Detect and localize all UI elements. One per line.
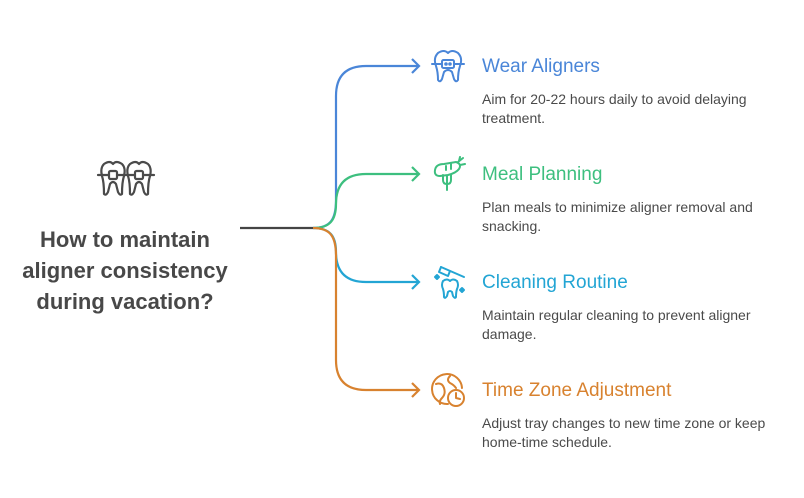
arrowhead-wear-aligners (411, 58, 421, 74)
tooth-with-braces-icon (431, 50, 465, 83)
branch-title: Time Zone Adjustment (482, 380, 672, 401)
connector-time-zone (312, 226, 419, 392)
globe-clock-icon (431, 373, 465, 407)
connector-meal-planning (312, 172, 419, 230)
arrowhead-time-zone (411, 382, 421, 398)
branch-title: Cleaning Routine (482, 272, 628, 293)
tooth-brush-sparkle-icon (434, 266, 465, 299)
connector-wear-aligners (312, 64, 419, 230)
teeth-with-braces-icon (96, 160, 156, 196)
connector-cleaning-routine (312, 226, 419, 284)
branch-title: Meal Planning (482, 164, 603, 185)
branch-description: Plan meals to minimize aligner removal a… (482, 199, 753, 234)
arrowhead-meal-planning (411, 166, 421, 182)
branch-description: Adjust tray changes to new time zone or … (482, 415, 766, 450)
carrot-fork-icon (433, 156, 466, 191)
branch-title: Wear Aligners (482, 56, 600, 77)
branch-description: Maintain regular cleaning to prevent ali… (482, 307, 751, 342)
arrowhead-cleaning-routine (411, 274, 421, 290)
central-question: How to maintain aligner consistency duri… (22, 227, 228, 314)
branch-description: Aim for 20-22 hours daily to avoid delay… (482, 91, 747, 126)
